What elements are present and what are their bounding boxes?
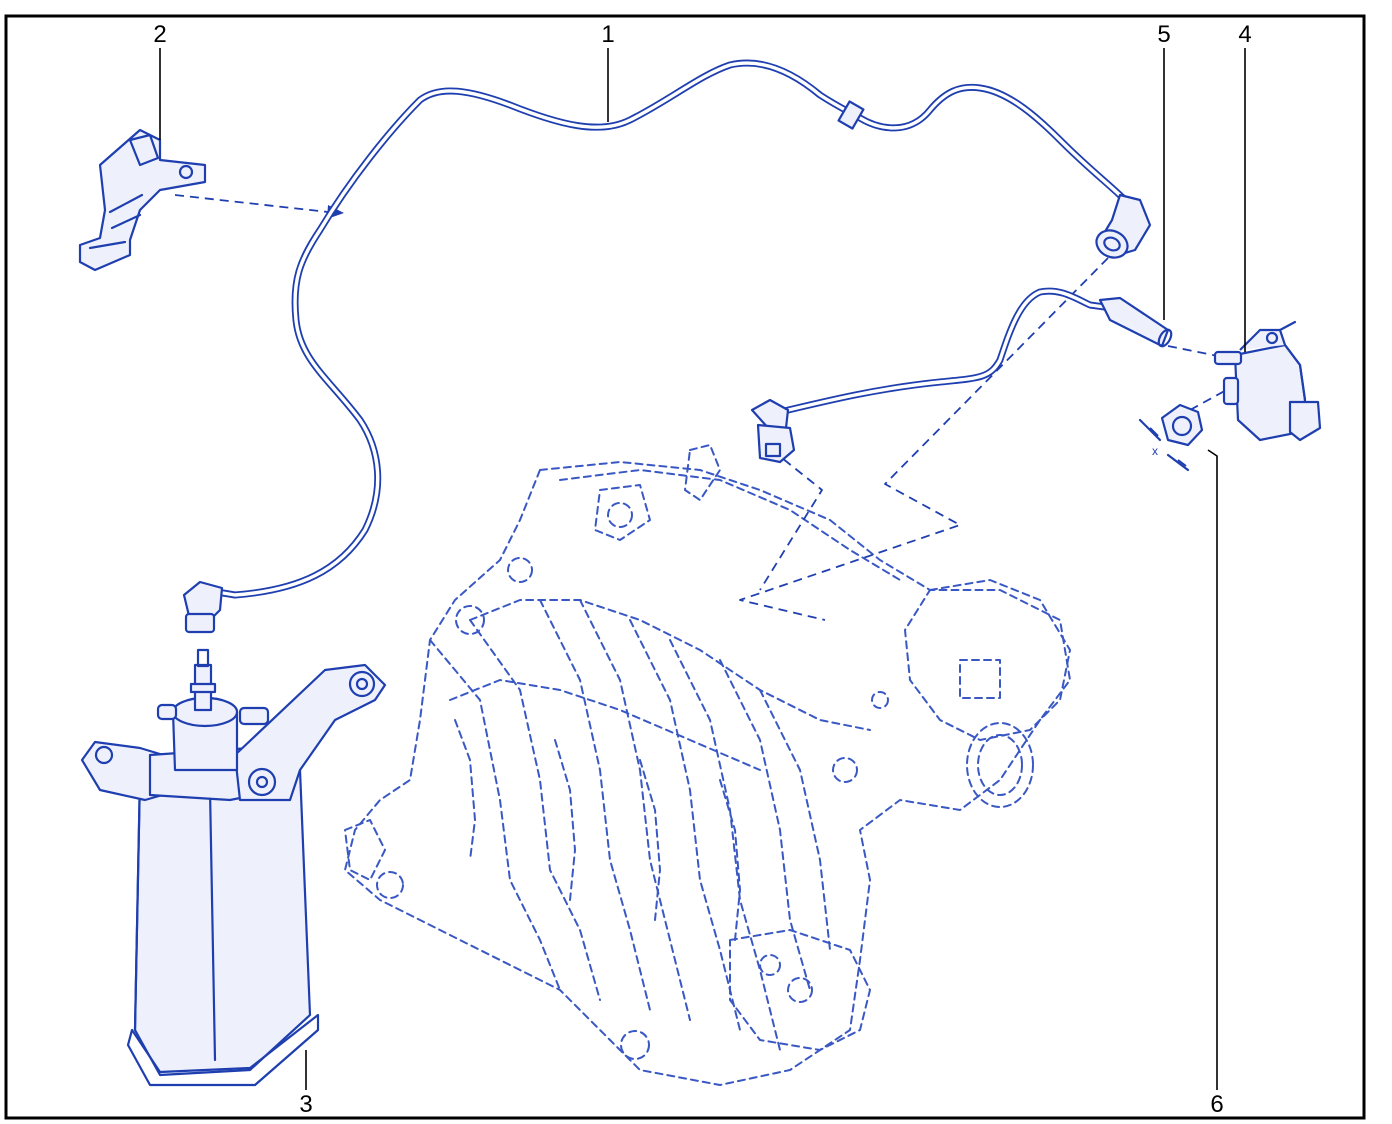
purge-hose-part-5	[750, 287, 1173, 464]
callout-leaders	[159, 48, 1246, 1090]
canister-part-3	[80, 648, 387, 1087]
nut-part-6: x	[1138, 403, 1204, 472]
callout-1: 1	[601, 21, 614, 48]
vapor-hose-part-1	[182, 59, 1152, 634]
diagram-frame	[4, 14, 1366, 1120]
intake-manifold-ghost	[344, 444, 1071, 1086]
purge-valve-part-4	[1213, 320, 1322, 442]
callout-6: 6	[1210, 1091, 1223, 1118]
callout-2: 2	[153, 21, 166, 48]
callout-5: 5	[1157, 21, 1170, 48]
callout-3: 3	[299, 1091, 312, 1118]
bracket-part-2	[78, 128, 207, 272]
dimension-label: x	[1152, 444, 1158, 458]
assembly-lines	[174, 194, 1231, 621]
callout-labels: 1 2 3 4 5 6	[153, 21, 1251, 1118]
callout-4: 4	[1238, 21, 1251, 48]
